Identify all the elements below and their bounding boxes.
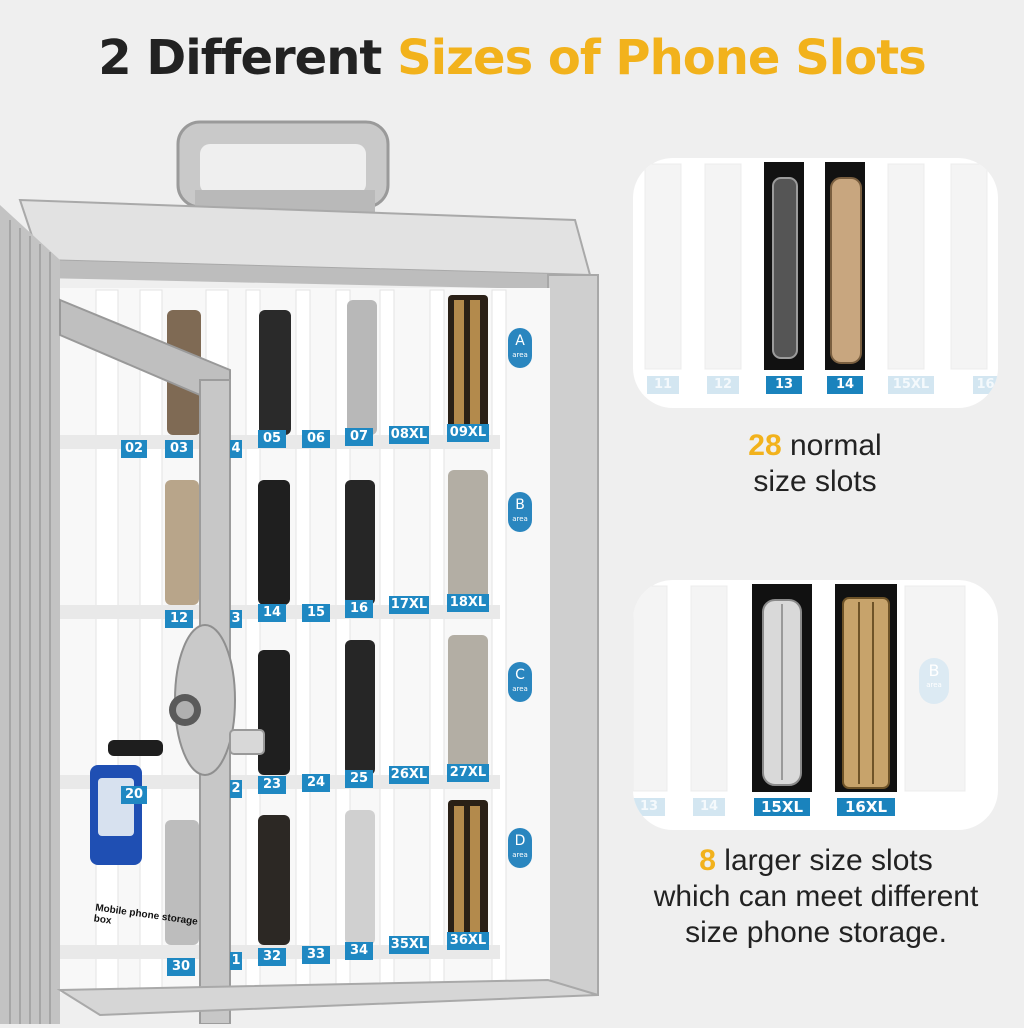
area-letter: A [515, 333, 525, 349]
area-letter: D [514, 833, 526, 849]
cabinet-label: 25 [345, 770, 373, 788]
large-caption-line2: which can meet different [653, 880, 979, 913]
cabinet-label: 16 [345, 600, 373, 618]
area-sub: area [512, 351, 528, 359]
normal-count: 28 [748, 429, 782, 462]
cabinet-label: 08XL [389, 426, 429, 444]
large-slots-svg [633, 584, 966, 792]
slot-label: 14 [827, 376, 863, 394]
cabinet-label: 20 [121, 786, 147, 804]
slot-label: 16XL [837, 798, 895, 816]
large-slots-caption: 8 larger size slots which can meet diffe… [618, 843, 1014, 951]
normal-caption-line2: size slots [753, 465, 877, 498]
slot-label: 11 [647, 376, 679, 394]
headline-part-gold: Sizes of Phone Slots [397, 30, 927, 86]
area-sub: area [512, 515, 528, 523]
cabinet-illustration: 02 03 4 05 06 07 08XL 09XL 12 3 14 15 16… [0, 110, 610, 1025]
slot-label: 15XL [754, 798, 810, 816]
cabinet-label: 36XL [447, 932, 489, 950]
large-caption-line1: 8 larger size slots [618, 843, 1014, 879]
cabinet-label: 24 [302, 774, 330, 792]
cabinet-label: 07 [345, 428, 373, 446]
area-sub: area [926, 681, 942, 689]
area-letter: B [928, 661, 940, 680]
cabinet-label: 35XL [389, 936, 429, 954]
slot-label: 13 [633, 798, 665, 816]
slot-label: 13 [766, 376, 802, 394]
cabinet-label: 32 [258, 948, 286, 966]
cabinet-svg [0, 120, 599, 1025]
cabinet-label: 05 [258, 430, 286, 448]
area-letter: B [515, 497, 525, 513]
headline-part-dark: 2 Different [98, 30, 398, 86]
normal-slots-caption: 28 normal size slots [640, 428, 990, 500]
cabinet-label: 4 [230, 440, 242, 458]
cabinet-label: 26XL [389, 766, 429, 784]
cabinet-label: 18XL [447, 594, 489, 612]
headline: 2 Different Sizes of Phone Slots [0, 30, 1024, 86]
cabinet-label: 27XL [447, 764, 489, 782]
cabinet-label: 23 [258, 776, 286, 794]
cabinet-label: 30 [167, 958, 195, 976]
cabinet-label: 06 [302, 430, 330, 448]
normal-slots-svg [644, 162, 988, 370]
cabinet-label: 33 [302, 946, 330, 964]
large-caption-rest: larger size slots [715, 844, 933, 877]
normal-caption-rest: normal [781, 429, 882, 462]
slot-label: 16 [973, 376, 998, 394]
large-caption-line3: size phone storage. [685, 916, 947, 949]
large-count: 8 [699, 844, 716, 877]
cabinet-label: 3 [230, 610, 242, 628]
cabinet-label: 12 [165, 610, 193, 628]
cabinet-label: 1 [230, 952, 242, 970]
cabinet-label: 34 [345, 942, 373, 960]
slot-label: 12 [707, 376, 739, 394]
cabinet-label: 02 [121, 440, 147, 458]
cabinet-label: 2 [230, 780, 242, 798]
slot-label: 15XL [888, 376, 934, 394]
area-sub: area [512, 851, 528, 859]
cabinet-label: 14 [258, 604, 286, 622]
area-letter: C [515, 667, 525, 683]
normal-caption-line1: 28 normal [640, 428, 990, 464]
slot-label: 14 [693, 798, 725, 816]
area-sub: area [512, 685, 528, 693]
cabinet-label: 03 [165, 440, 193, 458]
cabinet-label: 09XL [447, 424, 489, 442]
normal-slots-closeup: 11 12 13 14 15XL 16 [633, 158, 998, 408]
cabinet-label: 17XL [389, 596, 429, 614]
cabinet-label: 15 [302, 604, 330, 622]
